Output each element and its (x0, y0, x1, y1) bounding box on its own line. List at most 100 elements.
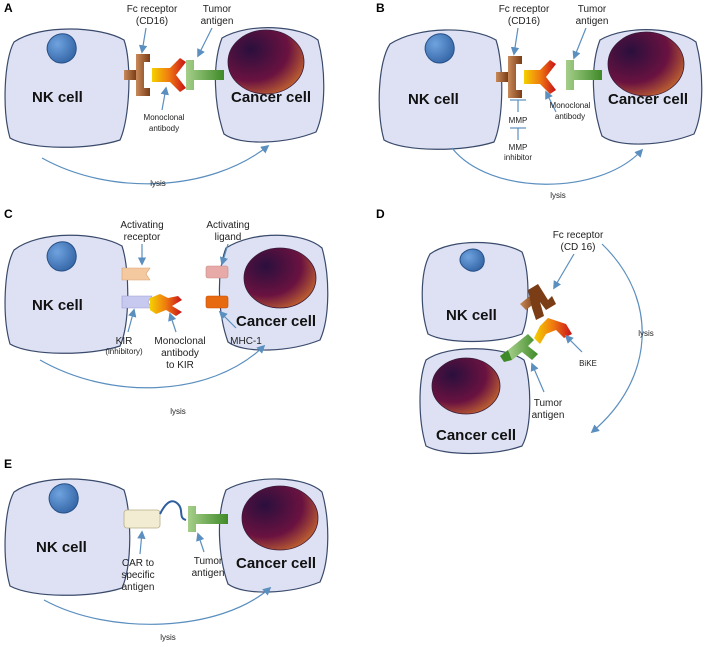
tumor-antigen-label-2: antigen (201, 16, 234, 27)
fc-receptor-label-2: (CD 16) (560, 242, 595, 253)
antibody-label-3: to KIR (166, 360, 194, 371)
nk-cell-label: NK cell (32, 89, 83, 106)
tumor-antigen-label-2: antigen (532, 410, 565, 421)
panel-e: E NK cell Cancer cell CAR to specific an… (4, 457, 329, 642)
fc-arrow (510, 27, 520, 56)
kir-label: KIR (116, 336, 133, 347)
tumor-antigen-label-2: antigen (192, 568, 225, 579)
cancer-cell-label: Cancer cell (236, 313, 316, 330)
cancer-cell-label: Cancer cell (608, 91, 688, 108)
activating-ligand-arrow (219, 243, 229, 266)
car-receptor (123, 500, 187, 529)
panel-a: A NK cell Cancer cell Fc receptor (CD16)… (4, 1, 325, 188)
antibody-label-1: Monoclonal (144, 113, 185, 122)
panel-c: C NK cell Cancer cell Activating recepto… (4, 207, 329, 416)
mmp-inhibitor-label-2: inhibitor (504, 153, 532, 162)
activating-ligand-label-1: Activating (206, 220, 249, 231)
panel-d: D NK cell Cancer cell Fc receptor (CD 16… (376, 207, 654, 455)
monoclonal-antibody (524, 60, 556, 94)
nk-nucleus (459, 248, 485, 272)
fc-receptor (520, 284, 556, 320)
activating-ligand (205, 265, 229, 279)
panel-letter: B (376, 1, 385, 15)
car-label-1: CAR to (122, 558, 155, 569)
antigen-arrow (530, 362, 545, 393)
tumor-antigen-label-1: Tumor (534, 398, 563, 409)
fc-receptor-label-1: Fc receptor (499, 4, 550, 15)
cancer-cell-label: Cancer cell (231, 89, 311, 106)
lysis-label: lysis (550, 191, 566, 200)
activating-receptor-label-1: Activating (120, 220, 163, 231)
fc-receptor-label-1: Fc receptor (127, 4, 178, 15)
antibody-arrow (168, 312, 177, 333)
monoclonal-antibody (152, 58, 186, 92)
cancer-nucleus (227, 29, 305, 95)
nk-cell (421, 241, 529, 343)
lysis-label: lysis (170, 407, 186, 416)
antibody-label-2: antibody (149, 124, 179, 133)
fc-arrow (138, 27, 148, 54)
nk-nucleus (46, 241, 77, 272)
antigen-arrow (196, 532, 205, 553)
monoclonal-antibody-to-kir (150, 294, 182, 316)
antigen-arrow (572, 27, 587, 60)
nk-cell-label: NK cell (36, 539, 87, 556)
mmp-inhibition (510, 99, 526, 140)
tumor-antigen-label-2: antigen (576, 16, 609, 27)
tumor-antigen (500, 334, 538, 362)
cancer-nucleus (243, 247, 317, 309)
panel-letter: E (4, 457, 12, 471)
mhc-arrow (218, 310, 237, 329)
car-arrow (137, 530, 146, 555)
antibody-label-1: Monoclonal (550, 101, 591, 110)
fc-receptor (124, 54, 150, 96)
car-label-2: specific (121, 570, 154, 581)
fc-receptor-label-1: Fc receptor (553, 230, 604, 241)
antibody-label-2: antibody (161, 348, 199, 359)
activating-receptor (121, 267, 151, 281)
panel-letter: A (4, 1, 13, 15)
nk-cell-label: NK cell (408, 91, 459, 108)
mhc-label: MHC-1 (230, 336, 262, 347)
lysis-arrow (41, 144, 270, 185)
bike (534, 318, 572, 344)
nk-nucleus (48, 483, 79, 514)
cancer-cell-label: Cancer cell (236, 555, 316, 572)
fc-receptor-label-2: (CD16) (136, 16, 168, 27)
fc-receptor-label-2: (CD16) (508, 16, 540, 27)
car-label-3: antigen (122, 582, 155, 593)
nk-cell (4, 478, 131, 596)
nk-cell-label: NK cell (32, 297, 83, 314)
nk-cell (4, 28, 130, 148)
mmp-label: MMP (509, 116, 528, 125)
mhc-1 (205, 295, 229, 309)
antigen-arrow (197, 27, 213, 58)
activating-ligand-label-2: ligand (215, 232, 242, 243)
panel-b: B NK cell Cancer cell Fc receptor (CD16)… (376, 1, 703, 200)
tumor-antigen-label-1: Tumor (194, 556, 223, 567)
kir-note: (inhibitory) (105, 347, 143, 356)
nk-cell-label: NK cell (446, 307, 497, 324)
lysis-label: lysis (150, 179, 166, 188)
mmp-inhibitor-label-1: MMP (509, 143, 528, 152)
kir-receptor (121, 295, 153, 309)
cancer-nucleus (431, 357, 501, 415)
cancer-cell-label: Cancer cell (436, 427, 516, 444)
lysis-arrow (451, 147, 644, 185)
lysis-arrow (590, 243, 643, 434)
cancer-nucleus (607, 31, 685, 97)
panel-letter: D (376, 207, 385, 221)
antibody-label-2: antibody (555, 112, 585, 121)
bike-arrow (564, 334, 583, 353)
antibody-arrow (160, 86, 169, 111)
nk-cell (378, 29, 503, 150)
lysis-label: lysis (638, 329, 654, 338)
activating-receptor-label-2: receptor (124, 232, 161, 243)
antibody-arrow (545, 90, 557, 113)
tumor-antigen (566, 60, 602, 90)
lysis-label: lysis (160, 633, 176, 642)
nk-nucleus (424, 33, 455, 64)
tumor-antigen (186, 60, 224, 90)
cancer-nucleus (241, 485, 319, 551)
